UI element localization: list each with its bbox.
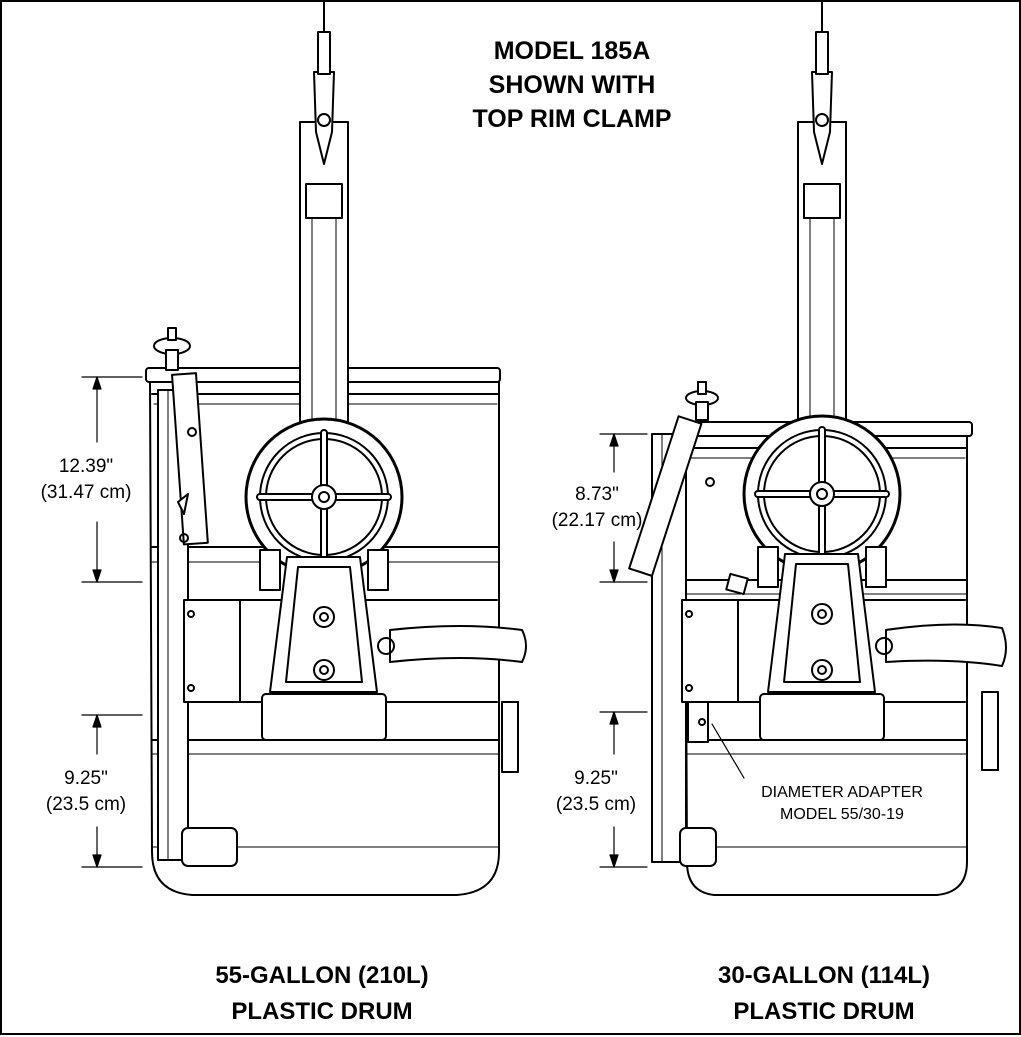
drum-30-rim-clamp [628,381,749,596]
drum-30-handle [875,623,1007,771]
dimension-lines [81,376,745,868]
dimension-value-inches: 8.73" [575,484,619,505]
title-line-3: TOP RIM CLAMP [472,105,672,133]
title-line-1: MODEL 185A [493,37,651,65]
drum-30-mount-plate [681,599,966,703]
dimension-label-55-lower: 9.25" (23.5 cm) [16,766,156,818]
dimension-label-55-upper: 12.39" (31.47 cm) [16,454,156,506]
drum-55-mount-plate [183,599,498,703]
drum-55-gear-housing [259,549,389,741]
caption-line-2: PLASTIC DRUM [733,998,915,1025]
caption-line-1: 55-GALLON (210L) [215,962,429,989]
adapter-note-line-1: DIAMETER ADAPTER [761,784,923,801]
drum-55-rim-clamp [153,327,209,546]
caption-30-gallon: 30-GALLON (114L) PLASTIC DRUM [674,958,974,1030]
drum-30-gear-housing [757,546,887,741]
drum-55-handwheel [244,417,404,577]
adapter-note-line-2: MODEL 55/30-19 [780,806,904,823]
caption-line-2: PLASTIC DRUM [231,998,413,1025]
drum-55-handle [377,625,527,773]
dimension-value-cm: (23.5 cm) [555,794,637,815]
drum-30-gallon-assembly [628,2,1007,896]
dimension-value-inches: 9.25" [574,768,618,789]
dimension-value-cm: (23.5 cm) [45,794,127,815]
dimension-label-30-lower: 9.25" (23.5 cm) [536,766,656,818]
caption-55-gallon: 55-GALLON (210L) PLASTIC DRUM [172,958,472,1030]
dimension-value-cm: (22.17 cm) [551,510,643,531]
drum-30-diameter-adapter [651,433,717,867]
drum-30-lift-rods [797,2,847,445]
dimension-value-inches: 12.39" [58,456,114,477]
dimension-value-inches: 9.25" [64,768,108,789]
diameter-adapter-note: DIAMETER ADAPTER MODEL 55/30-19 [732,782,952,826]
dimension-value-cm: (31.47 cm) [40,482,132,503]
drum-55-lift-rods [299,2,349,443]
diagram-title: MODEL 185A SHOWN WITH TOP RIM CLAMP [422,34,722,136]
title-line-2: SHOWN WITH [488,71,656,99]
drum-55-gallon-assembly [145,2,527,896]
caption-line-1: 30-GALLON (114L) [717,962,931,989]
dimension-label-30-upper: 8.73" (22.17 cm) [532,482,662,534]
